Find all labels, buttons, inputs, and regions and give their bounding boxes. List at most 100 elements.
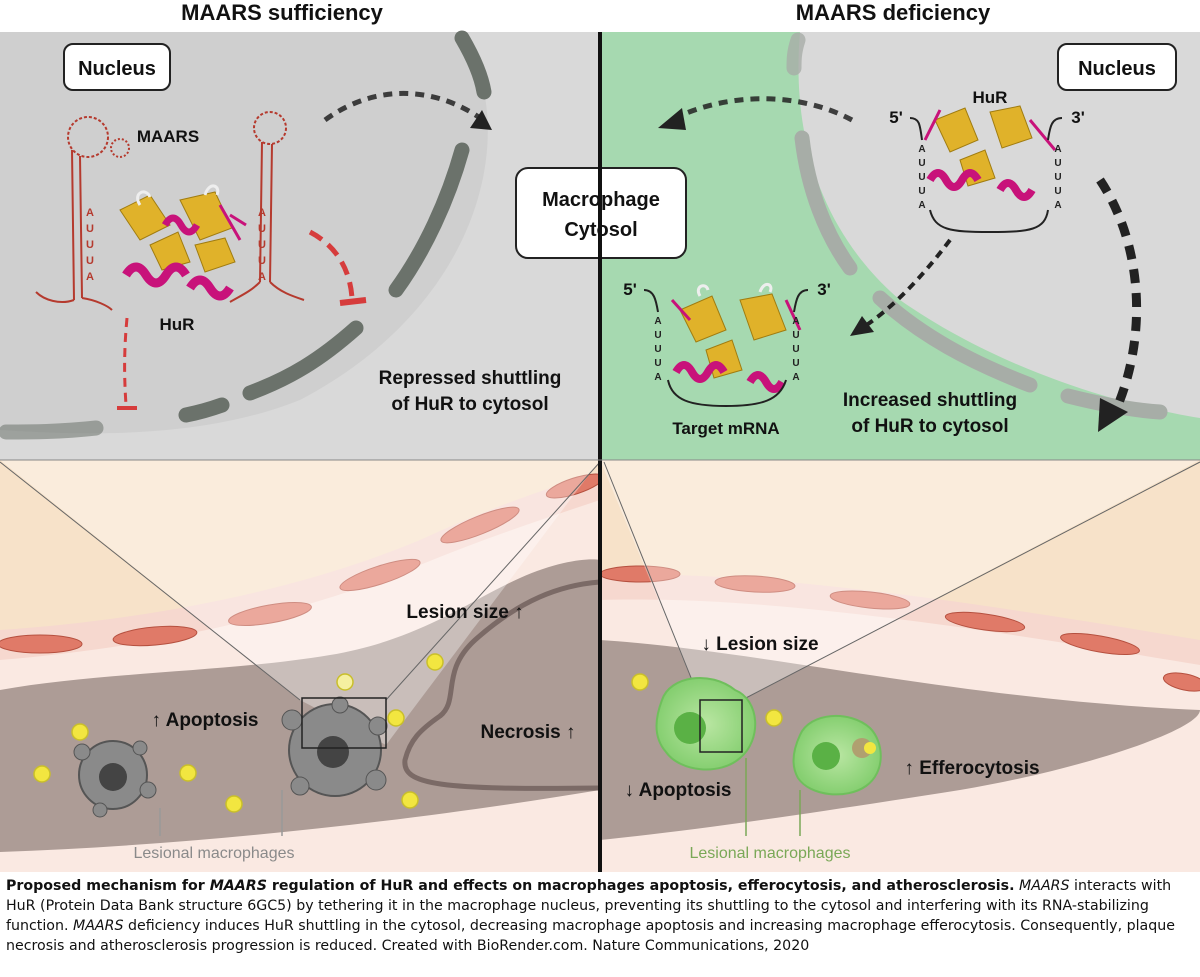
zoom-cone-left [0,460,600,745]
caption-bold-prefix: Proposed mechanism for [6,878,210,894]
three-prime-lower: 3' [817,280,831,299]
upper-auuua-left-4: U [918,186,925,197]
shuttle-arrowhead-upper [658,108,686,130]
nucleus-label-right: Nucleus [1078,58,1156,80]
inhibit-line-upper [308,229,355,299]
right-panel-title: MAARS deficiency [796,0,991,25]
hur-label-left: HuR [160,315,195,334]
upper-auuua-right-1: A [1054,144,1061,155]
maars-auuua-u2-right: U [258,239,266,251]
caption-text-3: deficiency induces HuR shuttling in the … [6,918,1175,954]
left-upper-panel: Nucleus MAARS A U U U A A U U U [0,30,600,460]
nuclear-envelope-left [0,30,492,440]
maars-auuua-a2-right: A [258,271,266,283]
lipid-droplets-left [33,653,444,813]
target-mrna-label: Target mRNA [672,419,779,438]
left-lower-panel: Lesion size ↑ ↑ Apoptosis Necrosis ↑ Les… [0,460,605,872]
caption-bold-rest: regulation of HuR and effects on macroph… [266,878,1015,894]
efferocytic-macrophage-right-2 [792,715,882,796]
repressed-label-line2: of HuR to cytosol [391,394,548,415]
shuttle-arrow-middle [860,238,952,330]
nucleus-label-left: Nucleus [78,58,156,80]
upper-auuua-left-1: A [918,144,925,155]
target-rna-lower [643,289,809,408]
endothelial-cells-left [0,473,605,654]
upper-auuua-right-4: U [1054,186,1061,197]
endothelial-cells-right [599,565,1200,692]
lesional-macrophages-left: Lesional macrophages [134,845,295,862]
efferocytosis-up-label: ↑ Efferocytosis [904,758,1039,779]
increased-label-line1: Increased shuttling [843,390,1017,411]
lower-auuua-right-1: A [792,316,799,327]
inhibit-line-lower [123,317,129,406]
maars-auuua-a1-right: A [258,207,266,219]
lesional-macrophages-right: Lesional macrophages [690,845,851,862]
maars-auuua-a1-left: A [86,207,94,219]
maars-auuua-u3-left: U [86,255,94,267]
lower-auuua-left-5: A [654,372,661,383]
lower-auuua-right-4: U [792,358,799,369]
lesion-size-up-label: Lesion size ↑ [406,602,523,623]
maars-auuua-a2-left: A [86,271,94,283]
maars-auuua-u3-right: U [258,255,266,267]
maars-rna-left [35,116,130,311]
necrosis-up-label: Necrosis ↑ [480,722,575,743]
left-panel-title: MAARS sufficiency [181,0,383,25]
shuttle-arrowhead-large [1098,398,1128,432]
three-prime-upper: 3' [1071,108,1085,127]
caption-italic-maars-2: MAARS [1014,878,1070,894]
maars-auuua-u1-right: U [258,223,266,235]
shuttle-arrowhead-middle [850,316,874,336]
caption-text-2: interacts with HuR (Protein Data Bank st… [6,878,1172,934]
upper-auuua-left-3: U [918,172,925,183]
lower-auuua-right-5: A [792,372,799,383]
upper-auuua-right-3: U [1054,172,1061,183]
maars-label: MAARS [137,127,199,146]
nucleus-label-box-right [1057,43,1177,91]
right-upper-panel: Nucleus HuR 5' 3' A U U [600,32,1200,460]
upper-auuua-right-2: U [1054,158,1061,169]
maars-auuua-u2-left: U [86,239,94,251]
hur-label-right: HuR [973,88,1008,107]
apoptotic-macrophage-left-2 [281,696,388,797]
lower-auuua-left-2: U [654,330,661,341]
nuclear-envelope-right [786,32,1168,420]
right-lower-panel: ↓ Lesion size ↓ Apoptosis ↑ Efferocytosi… [599,460,1200,872]
maars-rna-right [229,111,305,303]
five-prime-upper: 5' [889,108,903,127]
live-macrophage-right-1 [655,676,757,771]
lower-auuua-right-2: U [792,330,799,341]
shuttle-arrow-upper [673,96,854,123]
blocked-shuttle-arrow [323,91,482,123]
apoptosis-up-label: ↑ Apoptosis [152,710,259,731]
caption-bold-italic-maars: MAARS [209,878,267,894]
lower-auuua-left-4: U [654,358,661,369]
lower-auuua-right-3: U [792,344,799,355]
upper-auuua-left-5: A [918,200,925,211]
lesion-size-down-label: ↓ Lesion size [701,634,818,655]
diagram-figure: MAARS sufficiency MAARS deficiency Nucle… [0,0,1200,872]
apoptotic-macrophage-left-1 [73,740,157,818]
maars-auuua-u1-left: U [86,223,94,235]
repressed-label-line1: Repressed shuttling [379,368,562,389]
zoom-box-right [699,699,743,753]
inhibit-bar-upper [339,297,367,306]
lower-auuua-left-3: U [654,344,661,355]
hur-protein-right-nucleus [923,105,1057,201]
upper-auuua-left-2: U [918,158,925,169]
shuttle-arrow-large [1096,177,1142,412]
hur-protein-right-cytosol [670,283,802,393]
nucleus-label-box-left [63,43,171,91]
figure-caption: Proposed mechanism for MAARS regulation … [6,876,1194,956]
lower-auuua-left-1: A [654,316,661,327]
increased-label-line2: of HuR to cytosol [851,416,1008,437]
necrotic-core-boundary [402,579,601,791]
apoptosis-down-label: ↓ Apoptosis [625,780,732,801]
five-prime-lower: 5' [623,280,637,299]
target-rna-upper [909,117,1063,234]
upper-auuua-right-5: A [1054,200,1061,211]
caption-italic-maars-3: MAARS [72,918,124,934]
zoom-cone-right [600,460,1200,700]
zoom-box-left [301,697,387,749]
hur-protein-left [119,184,247,301]
